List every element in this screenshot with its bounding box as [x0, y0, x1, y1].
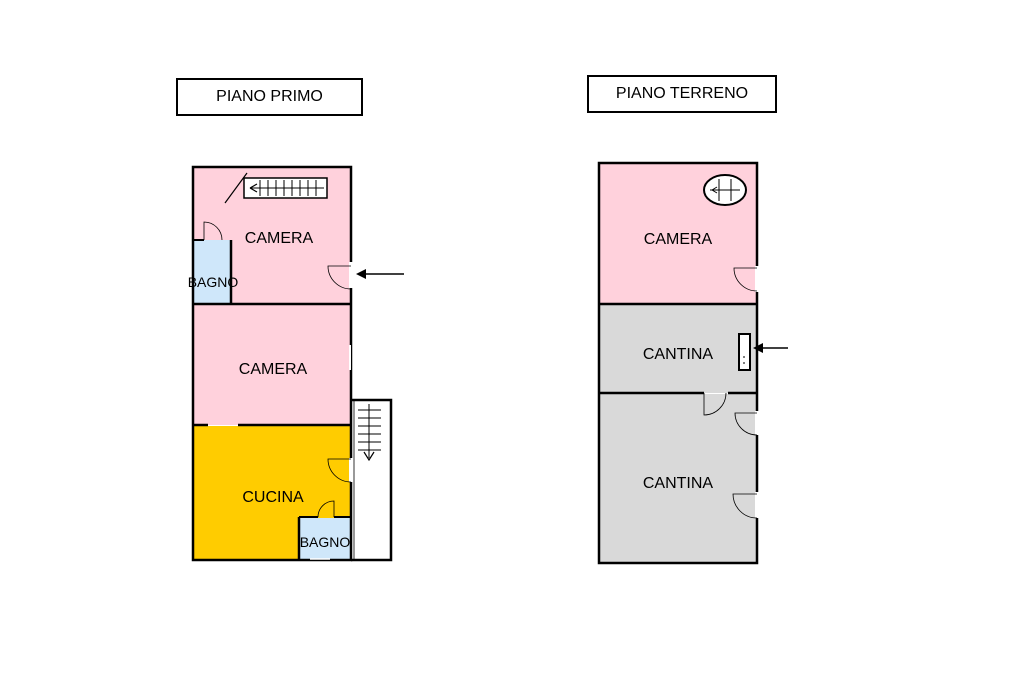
door-swing-cantina-bottom-icon	[732, 492, 759, 519]
door-swing-cucina-icon	[327, 458, 353, 483]
door-swing-bagno-left-icon	[203, 221, 223, 241]
door-swing-cantina-inner-icon	[703, 392, 727, 416]
entrance-arrow-first-icon	[356, 269, 404, 279]
room-cantina-top	[600, 305, 756, 393]
staircase-top-icon	[224, 172, 328, 204]
room-label-cantina-top: CANTINA	[643, 346, 714, 363]
room-cantina-bottom	[600, 394, 756, 562]
door-swing-bagno-small-icon	[317, 500, 335, 518]
room-camera-mid	[194, 305, 350, 425]
ground-floor-plan: CAMERA CANTINA CANTINA	[597, 161, 788, 565]
room-bagno-small	[299, 518, 350, 559]
door-swing-camera-ground-icon	[733, 266, 759, 292]
door-swing-entrance-icon	[327, 262, 353, 290]
entrance-arrow-ground-icon	[753, 343, 788, 353]
floor-title-piano-primo: PIANO PRIMO	[176, 78, 363, 116]
room-label-camera-ground: CAMERA	[644, 231, 713, 248]
room-label-cantina-bottom: CANTINA	[643, 475, 714, 492]
room-label-bagno-small: BAGNO	[300, 534, 351, 550]
first-floor-plan: CAMERA BAGNO CAMERA CUCINA BAGNO	[188, 165, 404, 562]
external-staircase-icon	[351, 398, 393, 562]
room-label-camera-top: CAMERA	[245, 230, 314, 247]
room-bagno-left	[194, 240, 232, 303]
entrance-step-icon	[738, 333, 751, 371]
room-label-bagno-left: BAGNO	[188, 274, 239, 290]
door-swing-cantina-right-icon	[734, 411, 759, 436]
ground-floor-outer-wall	[597, 161, 759, 565]
skylight-icon	[703, 174, 747, 206]
room-label-camera-mid: CAMERA	[239, 361, 308, 378]
room-label-cucina: CUCINA	[242, 489, 304, 506]
floor-title-piano-terreno: PIANO TERRENO	[587, 75, 777, 113]
